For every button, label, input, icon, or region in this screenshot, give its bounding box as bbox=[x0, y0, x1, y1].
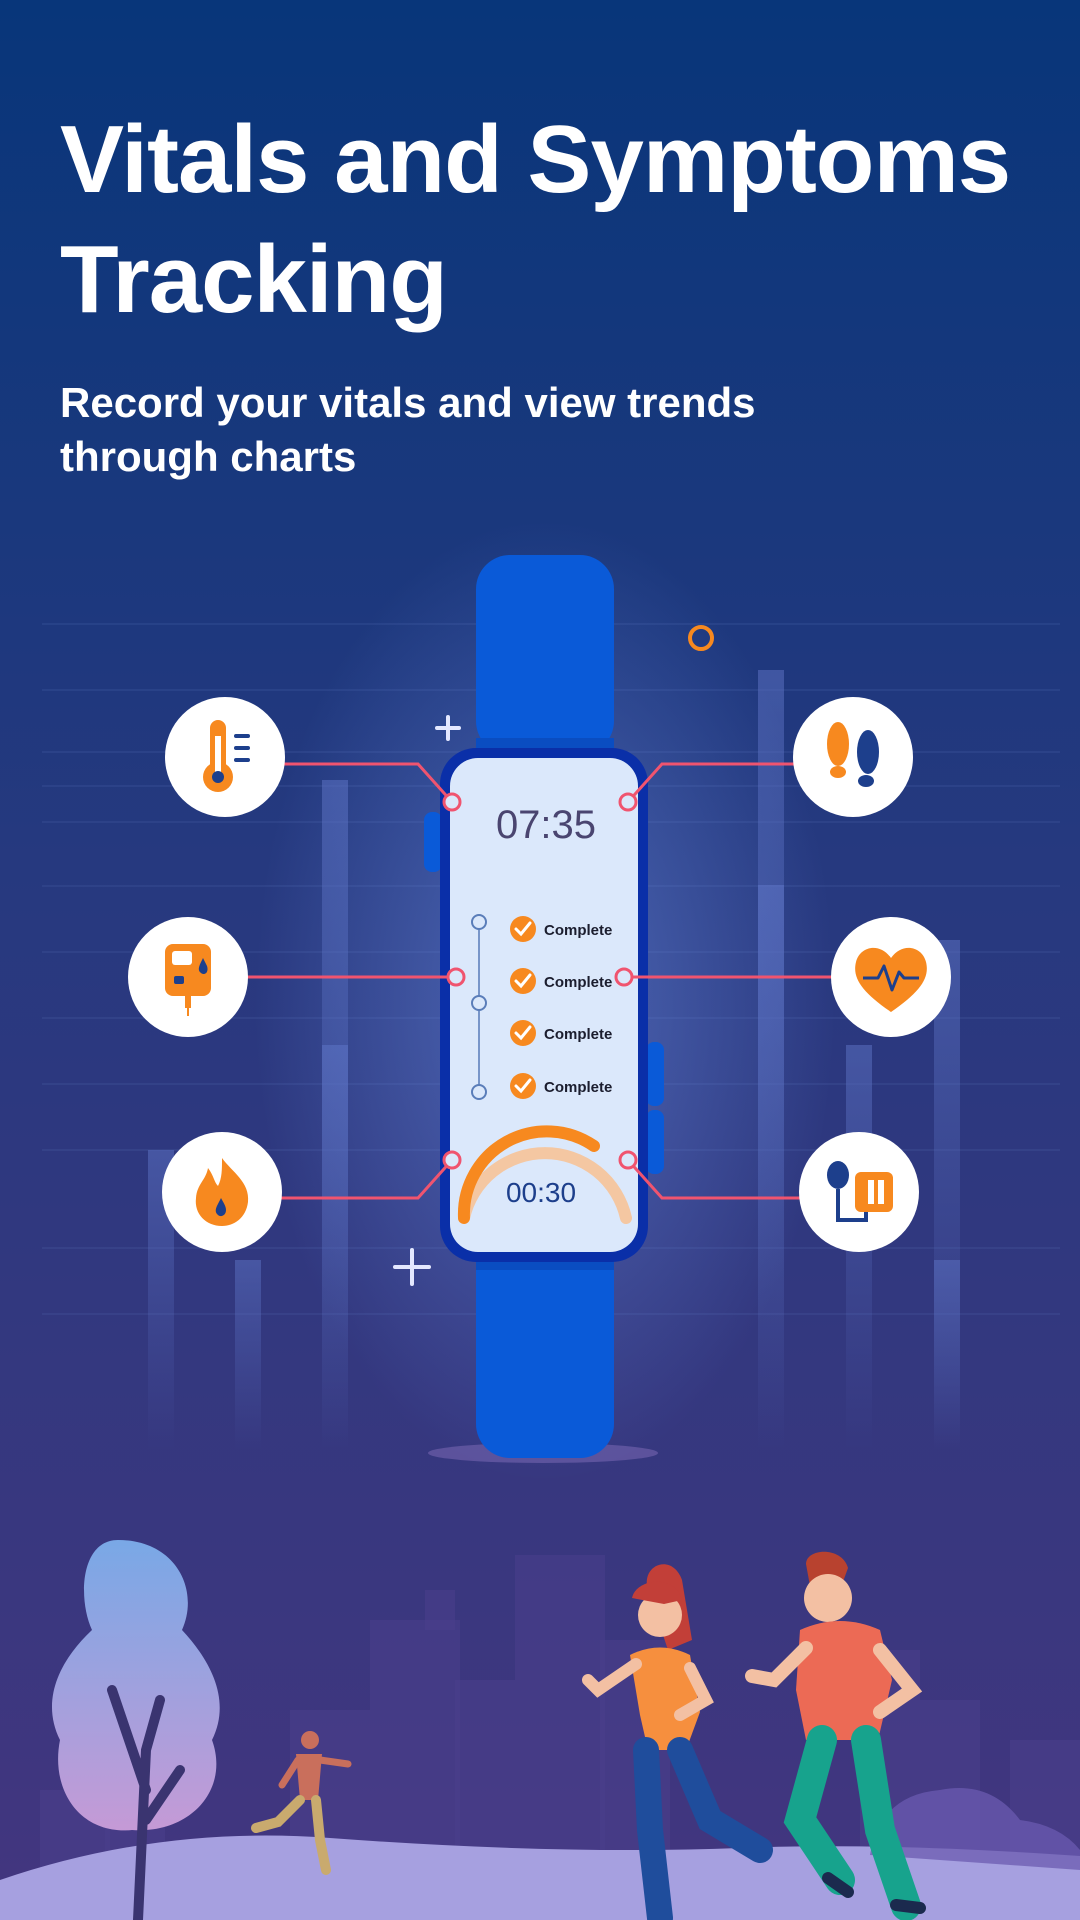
task-label: Complete bbox=[544, 1079, 612, 1096]
footsteps-badge bbox=[793, 697, 913, 817]
check-circle-icon bbox=[510, 1073, 536, 1099]
sparkle-plus bbox=[435, 715, 461, 741]
connector-nodes bbox=[442, 792, 638, 1170]
flame-icon bbox=[195, 1158, 249, 1226]
task-item: Complete bbox=[510, 916, 612, 942]
page-title-line-1: Vitals and Symptoms bbox=[60, 106, 1011, 213]
task-list: Complete Complete Complete Complete bbox=[510, 916, 612, 1099]
check-circle-icon bbox=[510, 968, 536, 994]
page-subtitle-line-2: through charts bbox=[60, 433, 357, 480]
task-item: Complete bbox=[510, 1020, 612, 1046]
watch-side-button-right-bottom bbox=[646, 1110, 664, 1174]
man-runner bbox=[745, 1551, 926, 1920]
flame-badge bbox=[162, 1132, 282, 1252]
glucose-meter-icon bbox=[165, 944, 211, 1016]
thermometer-badge bbox=[165, 697, 285, 817]
task-label: Complete bbox=[544, 1026, 612, 1043]
thermometer-icon bbox=[203, 720, 250, 792]
page-title-line-2: Tracking bbox=[60, 226, 448, 333]
task-label: Complete bbox=[544, 974, 612, 991]
page-subtitle: Record your vitals and view trends throu… bbox=[60, 376, 960, 484]
watch-band bbox=[476, 555, 614, 1458]
watch-side-button-right-top bbox=[646, 1042, 664, 1106]
sparkle-ring bbox=[688, 625, 714, 651]
watch-time: 07:35 bbox=[496, 803, 596, 847]
heart-rate-icon bbox=[855, 947, 927, 1012]
task-item: Complete bbox=[510, 968, 612, 994]
tree bbox=[51, 1540, 220, 1920]
blood-pressure-icon bbox=[827, 1161, 893, 1222]
task-timeline bbox=[471, 914, 487, 1100]
footsteps-icon bbox=[827, 722, 879, 787]
check-circle-icon bbox=[510, 916, 536, 942]
timer-value: 00:30 bbox=[506, 1177, 576, 1208]
watch-side-button-left bbox=[424, 812, 442, 872]
task-item: Complete bbox=[510, 1073, 612, 1099]
connectors bbox=[246, 762, 832, 1200]
page-subtitle-line-1: Record your vitals and view trends bbox=[60, 379, 756, 426]
task-label: Complete bbox=[544, 922, 612, 939]
heart-rate-badge bbox=[831, 917, 951, 1037]
blood-pressure-badge bbox=[799, 1132, 919, 1252]
small-runner bbox=[251, 1731, 352, 1875]
page-title: Vitals and Symptoms Tracking bbox=[60, 100, 1050, 340]
sparkle-plus-large bbox=[393, 1248, 431, 1286]
timer-gauge bbox=[457, 1125, 632, 1224]
watch-screen bbox=[450, 758, 638, 1252]
glucose-meter-badge bbox=[128, 917, 248, 1037]
check-circle-icon bbox=[510, 1020, 536, 1046]
bush bbox=[870, 1788, 1080, 1870]
woman-runner bbox=[582, 1564, 773, 1920]
